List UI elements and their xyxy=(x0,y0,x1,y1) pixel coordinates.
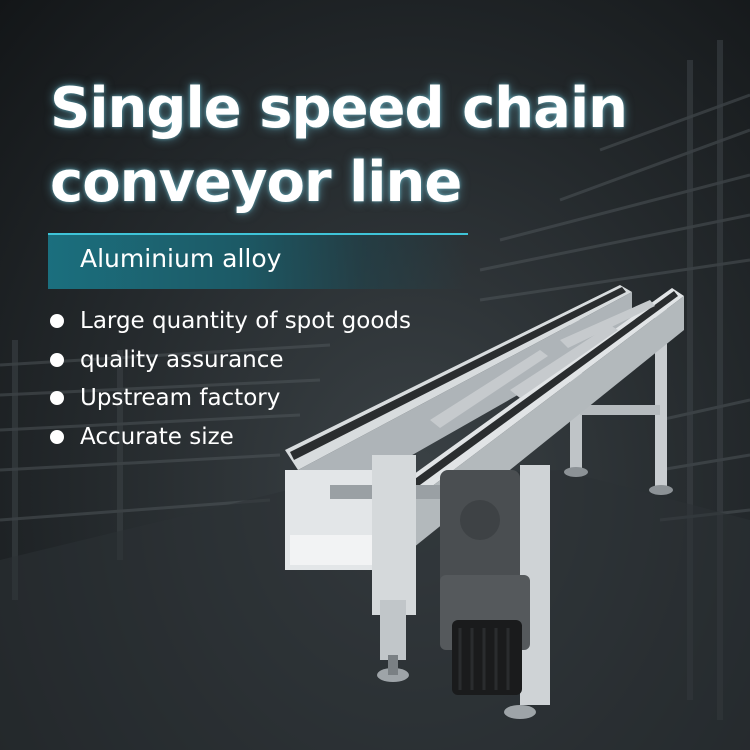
bullet-icon xyxy=(50,429,64,444)
feature-text: Accurate size xyxy=(80,423,234,450)
feature-list: Large quantity of spot goods quality ass… xyxy=(50,302,411,456)
subtitle-label: Aluminium alloy xyxy=(80,244,282,273)
bullet-icon xyxy=(50,391,64,406)
feature-item: Large quantity of spot goods xyxy=(50,302,411,341)
feature-item: Upstream factory xyxy=(50,379,411,418)
title-line-2: conveyor line xyxy=(50,150,462,215)
feature-item: Accurate size xyxy=(50,418,411,457)
feature-text: Large quantity of spot goods xyxy=(80,308,412,335)
page-title: Single speed chain conveyor line xyxy=(50,72,628,220)
bullet-icon xyxy=(50,352,64,367)
feature-item: quality assurance xyxy=(50,341,411,380)
subtitle-band xyxy=(48,233,468,289)
feature-text: Upstream factory xyxy=(80,385,281,412)
bullet-icon xyxy=(50,314,64,329)
feature-text: quality assurance xyxy=(80,346,284,373)
title-line-1: Single speed chain xyxy=(50,76,628,141)
